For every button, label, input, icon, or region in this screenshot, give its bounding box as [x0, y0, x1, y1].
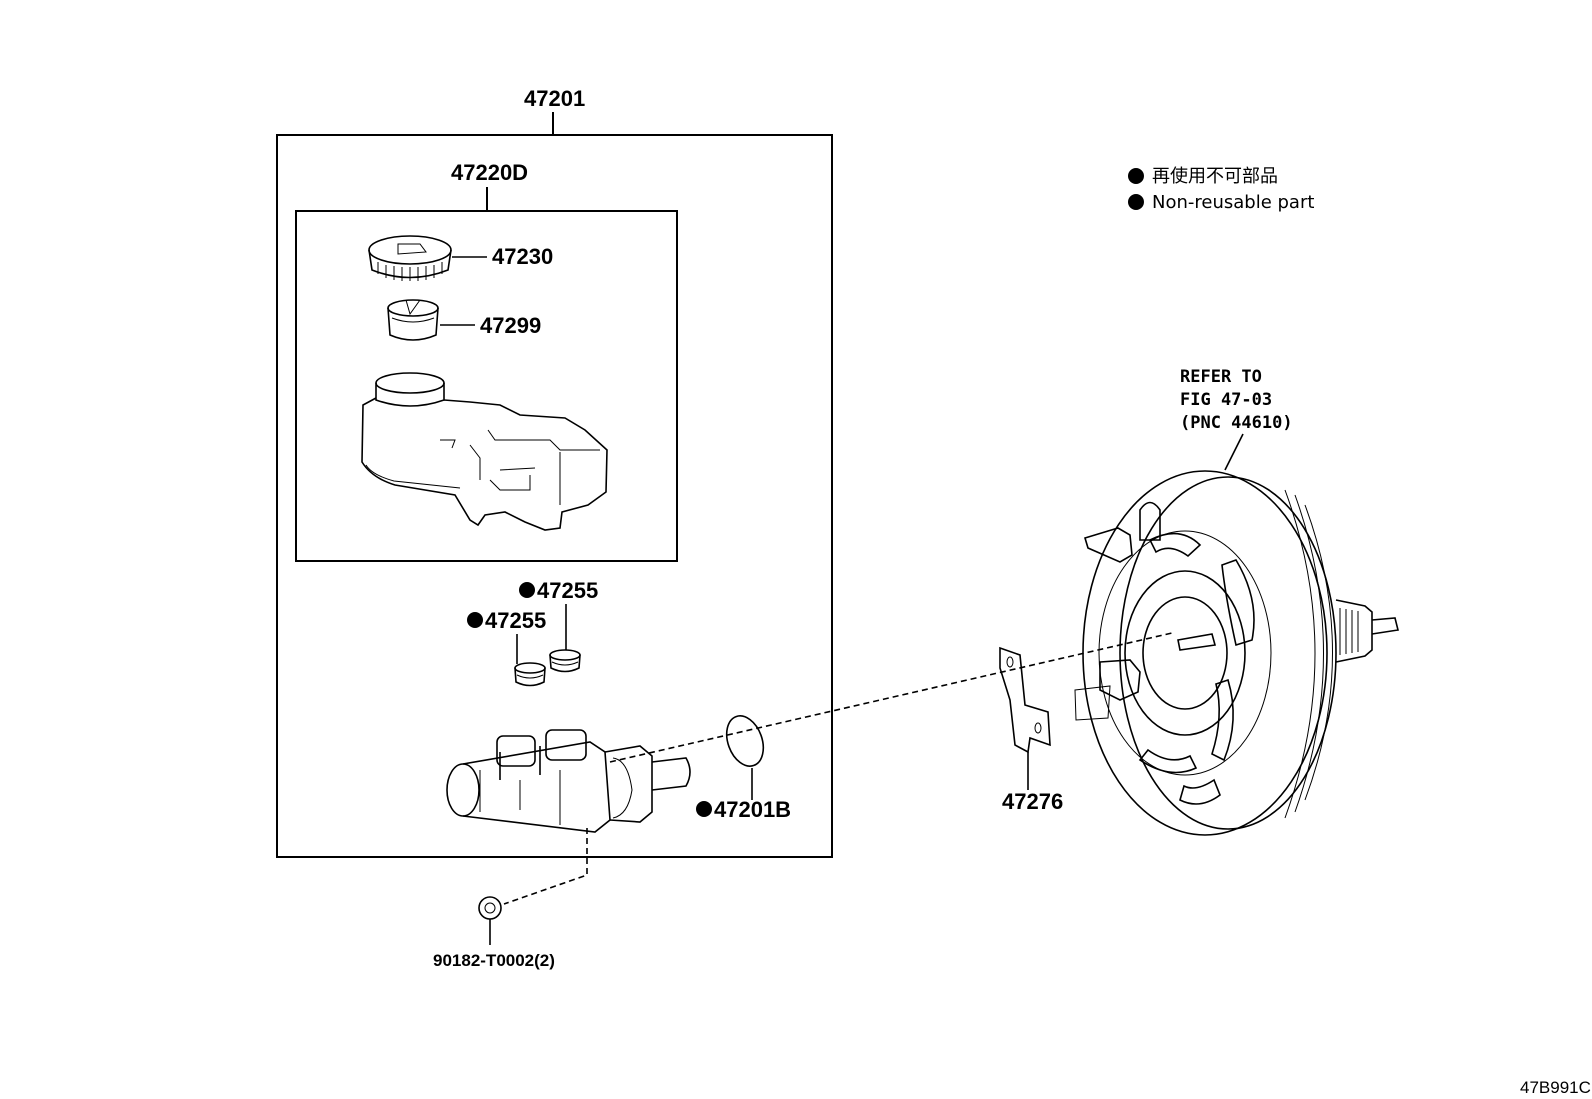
cap-label: 47230: [492, 244, 553, 269]
assembly-line-booster: [609, 632, 1173, 763]
oring-label: 47201B: [714, 797, 791, 822]
grommet-b-drawing: [514, 662, 546, 687]
nut-drawing: [478, 896, 502, 920]
reservoir-cap-drawing: [368, 235, 452, 281]
legend-en-bullet: [1128, 194, 1144, 210]
refer-leader: [1224, 433, 1244, 471]
strainer-label: 47299: [480, 313, 541, 338]
bracket-label: 47276: [1002, 789, 1063, 814]
refer-line-3: (PNC 44610): [1180, 413, 1293, 433]
reservoir-tank-drawing: [361, 372, 608, 531]
legend-en-text: Non-reusable part: [1152, 192, 1314, 213]
reservoir-set-label: 47220D: [451, 160, 528, 185]
grommet-a-drawing: [549, 649, 581, 673]
refer-line-2: FIG 47-03: [1180, 390, 1272, 410]
assembly-frame: [276, 134, 833, 858]
oring-drawing: [725, 715, 765, 767]
non-reusable-marker-c: [696, 801, 712, 817]
brake-booster-drawing: [1074, 470, 1399, 836]
legend-jp-bullet: [1128, 168, 1144, 184]
legend-jp-text: 再使用不可部品: [1152, 166, 1278, 187]
reservoir-set-frame: [295, 210, 678, 562]
non-reusable-marker-b: [467, 612, 483, 628]
nut-label: 90182-T0002(2): [433, 951, 555, 970]
strainer-drawing: [387, 299, 439, 341]
non-reusable-marker-a: [519, 582, 535, 598]
master-cylinder-drawing: [446, 729, 691, 833]
assembly-line-nut: [503, 828, 588, 905]
bracket-drawing: [999, 646, 1051, 754]
grommet-b-label: 47255: [485, 608, 546, 633]
assembly-label: 47201: [524, 86, 585, 111]
grommet-a-label: 47255: [537, 578, 598, 603]
figure-code: 47B991C: [1520, 1078, 1591, 1097]
refer-line-1: REFER TO: [1180, 367, 1262, 387]
